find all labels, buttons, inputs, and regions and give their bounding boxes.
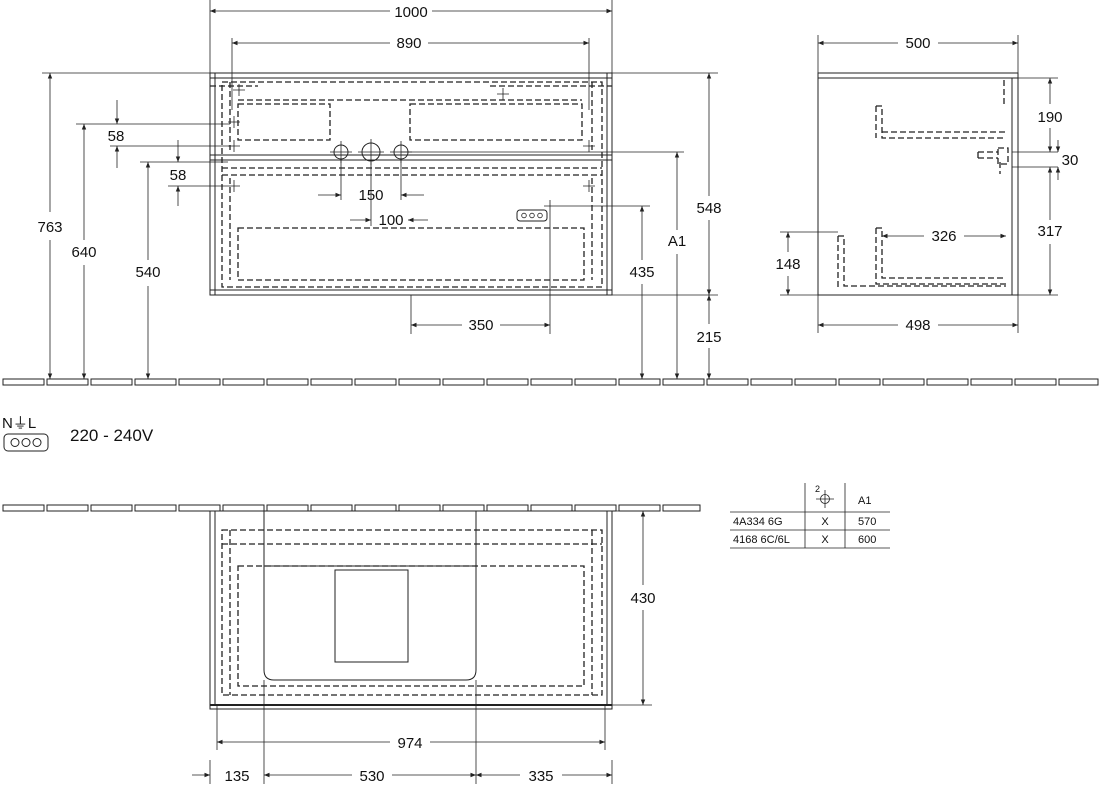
floor-segment <box>794 378 837 386</box>
mounting-point-icon <box>228 84 595 212</box>
floor-segment <box>618 504 661 512</box>
spec-table: 2 A1 4A334 6G X 570 4168 6C/6L X 600 <box>730 483 890 549</box>
dim-540: 540 <box>135 264 160 281</box>
dim-a1: A1 <box>668 233 686 250</box>
floor-segment <box>574 504 617 512</box>
floor-segment <box>2 378 45 386</box>
floor-segment <box>926 378 969 386</box>
dim-30: 30 <box>1062 152 1079 169</box>
floor-segment <box>310 504 353 512</box>
floor-segment <box>90 378 133 386</box>
floor-segment <box>486 378 529 386</box>
floor-segment <box>90 504 133 512</box>
dim-548: 548 <box>696 200 721 217</box>
dim-135: 135 <box>224 768 249 785</box>
dim-100: 100 <box>378 212 403 229</box>
floor-segment <box>706 378 749 386</box>
floor-segment <box>618 378 661 386</box>
floor-segment <box>222 378 265 386</box>
floor-segment <box>2 504 45 512</box>
floor-segment <box>442 378 485 386</box>
dim-58-top: 58 <box>108 128 125 145</box>
electrical-symbol-label: N⏚L <box>2 415 36 432</box>
dim-148: 148 <box>775 256 800 273</box>
dim-58-mid: 58 <box>170 167 187 184</box>
floor-segment <box>970 378 1013 386</box>
floor-segment <box>178 378 221 386</box>
floor-segment <box>530 378 573 386</box>
table-row-2-a1: 600 <box>858 534 876 546</box>
dim-530: 530 <box>359 768 384 785</box>
table-row-1-x: X <box>821 516 829 528</box>
floor-segment <box>222 504 265 512</box>
dim-215: 215 <box>696 329 721 346</box>
floor-segment <box>134 504 177 512</box>
table-header-a1: A1 <box>858 495 871 507</box>
floor-segment <box>266 378 309 386</box>
floor-segment <box>1014 378 1057 386</box>
dim-763: 763 <box>37 219 62 236</box>
table-row-2-x: X <box>821 534 829 546</box>
floor-segment <box>882 378 925 386</box>
floor-segment <box>398 378 441 386</box>
dim-500: 500 <box>905 35 930 52</box>
table-row-2-model: 4168 6C/6L <box>733 534 790 546</box>
dim-1000: 1000 <box>394 4 427 21</box>
floor-segment <box>662 378 705 386</box>
dim-317: 317 <box>1037 223 1062 240</box>
floor-segment <box>574 378 617 386</box>
floor-segment <box>442 504 485 512</box>
floor-segment <box>354 378 397 386</box>
socket-icon <box>516 209 548 222</box>
socket-symbol-icon <box>3 433 49 452</box>
floor-segment <box>486 504 529 512</box>
table-row-1-model: 4A334 6G <box>733 516 783 528</box>
front-view: 1000 890 763 640 540 58 58 <box>37 0 722 379</box>
dim-350: 350 <box>468 317 493 334</box>
floor-segment <box>1058 378 1099 386</box>
voltage-label: 220 - 240V <box>70 426 154 445</box>
floor-segment <box>750 378 793 386</box>
floor-segment <box>354 504 397 512</box>
floor-segment <box>134 378 177 386</box>
floor-segment <box>838 378 881 386</box>
floor-line <box>2 378 1099 386</box>
floor-segment <box>310 378 353 386</box>
dim-190: 190 <box>1037 109 1062 126</box>
dim-430: 430 <box>630 590 655 607</box>
dim-326: 326 <box>931 228 956 245</box>
floor-segment <box>398 504 441 512</box>
plan-view: 430 974 135 530 335 <box>2 504 701 785</box>
table-row-1-a1: 570 <box>858 516 876 528</box>
floor-segment <box>662 504 701 512</box>
floor-segment <box>46 378 89 386</box>
dim-335: 335 <box>528 768 553 785</box>
dim-498: 498 <box>905 317 930 334</box>
side-view: 500 498 190 317 30 326 148 <box>775 35 1078 334</box>
floor-segment <box>530 504 573 512</box>
dim-435: 435 <box>629 264 654 281</box>
floor-segment <box>266 504 309 512</box>
floor-segment <box>46 504 89 512</box>
table-header-symbol-label: 2 <box>815 484 820 494</box>
dim-974: 974 <box>397 735 422 752</box>
floor-segment <box>178 504 221 512</box>
wall-line <box>2 504 701 512</box>
water-connection-icon <box>330 139 412 165</box>
connection-symbol-icon <box>816 490 834 508</box>
dim-640: 640 <box>71 244 96 261</box>
dim-890: 890 <box>396 35 421 52</box>
electrical-spec: N⏚L 220 - 240V <box>2 415 154 452</box>
